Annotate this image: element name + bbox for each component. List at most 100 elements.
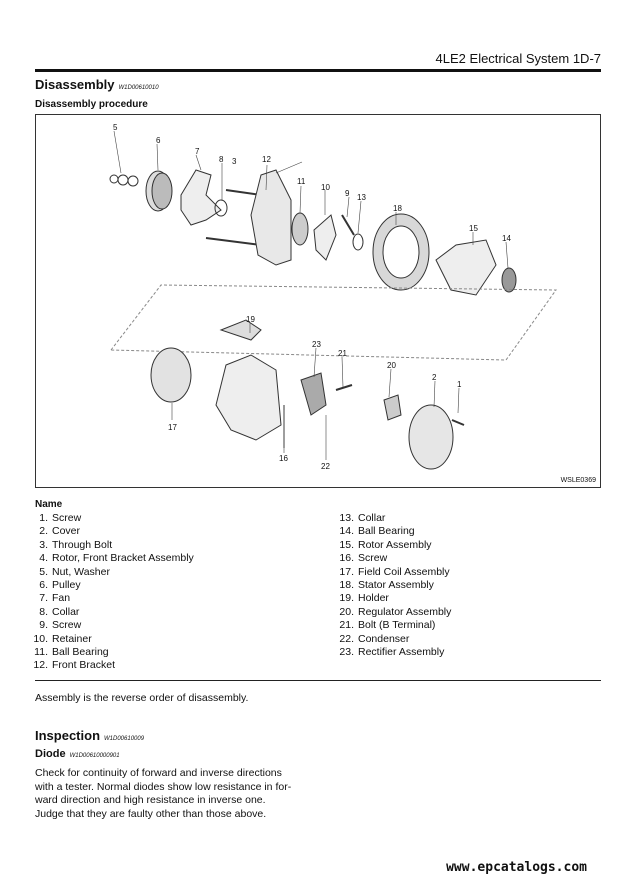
part-number: 8.	[39, 605, 48, 618]
parts-list-item: 2. Cover	[20, 525, 194, 538]
rectifier-part	[300, 372, 327, 416]
callout-16: 16	[279, 454, 288, 463]
parts-list-item: 20. Regulator Assembly	[326, 606, 451, 619]
parts-list-item: 4. Rotor, Front Bracket Assembly	[20, 552, 194, 565]
callout-17: 17	[168, 423, 177, 432]
diode-line: Check for continuity of forward and inve…	[35, 767, 282, 779]
front-bracket-part	[250, 169, 292, 266]
callout-18: 18	[393, 204, 402, 213]
part-number: 1.	[39, 512, 48, 524]
part-number: 17.	[339, 565, 354, 578]
assembly-note: Assembly is the reverse order of disasse…	[35, 692, 249, 704]
part-number: 18.	[339, 579, 354, 592]
parts-list-item: 1. Screw	[20, 512, 194, 525]
callout-14: 14	[502, 234, 511, 243]
diode-line: with a tester. Normal diodes show low re…	[35, 780, 292, 793]
callout-21: 21	[338, 349, 347, 358]
callout-5: 5	[113, 123, 118, 132]
figure-code: WSLE0369	[560, 477, 596, 484]
parts-list-item: 21.Bolt (B Terminal)	[326, 619, 451, 632]
field-coil-part	[150, 347, 192, 403]
parts-list-item: 6.Pulley	[20, 579, 194, 592]
inspection-heading-text: Inspection	[35, 728, 101, 743]
callout-12: 12	[262, 155, 271, 164]
part-name: Stator Assembly	[358, 579, 434, 592]
part-name: Rectifier Assembly	[358, 646, 445, 659]
alternator-exploded-view	[109, 130, 557, 470]
disassembly-heading-text: Disassembly	[35, 77, 115, 92]
name-heading: Name	[35, 499, 63, 510]
parts-list-item: 17.Field Coil Assembly	[326, 566, 451, 579]
callout-7: 7	[195, 147, 200, 156]
part-number: 2.	[39, 525, 48, 538]
parts-list-item: 16.Screw	[326, 552, 451, 565]
callout-8: 8	[219, 155, 224, 164]
ball-bearing-14-part	[501, 267, 517, 293]
diode-line: Judge that they are faulty other than th…	[35, 807, 267, 820]
callout-15: 15	[469, 224, 478, 233]
part-name: Ball Bearing	[52, 646, 109, 659]
cover-part	[408, 404, 454, 470]
part-name: Screw	[52, 619, 82, 632]
parts-list-item: 12. Front Bracket	[20, 659, 194, 672]
part-name: Front Bracket	[52, 659, 116, 672]
watermark: www.epcatalogs.com	[446, 860, 587, 875]
parts-list-item: 7. Fan	[20, 592, 194, 605]
collar-part	[214, 199, 228, 217]
part-number: 12.	[33, 659, 48, 672]
parts-list-item: 14.Ball Bearing	[326, 525, 451, 538]
diode-line: ward direction and high resistance in in…	[35, 794, 266, 806]
part-name: Through Bolt	[52, 538, 113, 551]
diode-heading-text: Diode	[35, 748, 66, 760]
parts-rule	[35, 680, 601, 681]
parts-list-item: 19. Holder	[326, 592, 451, 605]
holder-part	[219, 319, 262, 341]
part-number: 20.	[339, 605, 354, 618]
parts-list-item: 23.Rectifier Assembly	[326, 646, 451, 659]
part-name: Nut, Washer	[52, 565, 110, 578]
part-number: 16.	[339, 552, 354, 565]
collar-13-part	[352, 233, 364, 251]
parts-list-item: 10.Retainer	[20, 633, 194, 646]
page-header-title: 4LE2 Electrical System 1D-7	[435, 51, 601, 66]
ball-bearing-part	[291, 212, 309, 246]
callout-9: 9	[345, 189, 350, 198]
part-name: Fan	[52, 592, 71, 605]
callout-10: 10	[321, 183, 330, 192]
part-name: Ball Bearing	[358, 525, 415, 538]
part-number: 5.	[39, 565, 48, 578]
part-name: Cover	[52, 525, 81, 538]
part-name: Screw	[52, 512, 82, 524]
part-number: 19.	[339, 592, 354, 605]
part-number: 21.	[339, 619, 354, 632]
parts-list-item: 22.Condenser	[326, 633, 451, 646]
rotor-part	[435, 239, 497, 296]
part-name: Rotor Assembly	[358, 538, 432, 551]
callout-22: 22	[321, 462, 330, 471]
parts-list-item: 11. Ball Bearing	[20, 646, 194, 659]
parts-list-item: 15.Rotor Assembly	[326, 539, 451, 552]
screw-part	[341, 214, 355, 236]
part-name: Pulley	[52, 579, 81, 592]
part-number: 7.	[39, 592, 48, 605]
part-name: Collar	[52, 605, 80, 618]
header-rule	[35, 69, 601, 72]
part-number: 4.	[39, 552, 48, 565]
part-name: Holder	[358, 592, 389, 605]
callout-6: 6	[156, 136, 161, 145]
procedure-heading: Disassembly procedure	[35, 99, 148, 110]
part-number: 9.	[39, 619, 48, 632]
callout-19: 19	[246, 315, 255, 324]
part-number: 3.	[39, 538, 48, 551]
part-name: Rotor, Front Bracket Assembly	[52, 552, 194, 565]
nut-washer-part	[109, 174, 119, 184]
rear-bracket-part	[215, 354, 282, 441]
exploded-diagram: 5 6 7 8 3 12 11 10 9 13 18 15 14 19 23 2…	[35, 114, 601, 488]
part-name: Regulator Assembly	[358, 605, 452, 618]
callout-1: 1	[457, 380, 462, 389]
part-number: 11.	[34, 646, 48, 659]
parts-list-item: 3. Through Bolt	[20, 539, 194, 552]
retainer-part	[313, 214, 337, 261]
parts-list-item: 5. Nut, Washer	[20, 566, 194, 579]
